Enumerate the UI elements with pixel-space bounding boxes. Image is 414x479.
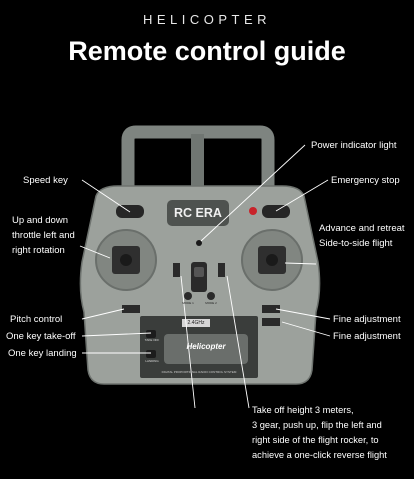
mode1-button[interactable]	[184, 292, 192, 300]
label-pitch-control: Pitch control	[10, 314, 63, 325]
note-line-3: right side of the flight rocker, to	[252, 435, 379, 445]
label-throttle-1: Up and down	[12, 215, 68, 226]
label-one-key-landing: One key landing	[8, 348, 77, 359]
label-power-indicator: Power indicator light	[311, 140, 397, 151]
leader-lines	[79, 144, 331, 409]
frequency-label: 2.4GHz	[187, 320, 205, 326]
helicopter-badge	[164, 334, 248, 364]
trim-left-center[interactable]	[173, 263, 180, 277]
frequency-tag	[182, 319, 210, 327]
helicopter-badge-label: Helicopter	[186, 342, 226, 351]
right-joystick[interactable]	[241, 229, 303, 291]
label-throttle-2: throttle left and	[12, 230, 75, 241]
takeoff-button-label: TAKE OFF	[144, 338, 160, 342]
header-kicker: HELICOPTER	[142, 12, 272, 27]
label-fine-adjustment-2: Fine adjustment	[333, 331, 401, 342]
label-side-to-side: Side-to-side flight	[319, 238, 393, 249]
emergency-stop-key[interactable]	[262, 205, 290, 218]
brand-plate	[167, 200, 229, 226]
landing-button-label: LANDING	[145, 359, 159, 363]
page-title: Remote control guide	[68, 36, 346, 66]
brand-label: RC ERA	[174, 206, 222, 220]
label-one-key-takeoff: One key take-off	[6, 331, 76, 342]
emergency-stop-icon	[249, 207, 257, 215]
label-fine-adjustment-1: Fine adjustment	[333, 314, 401, 325]
note-line-1: Take off height 3 meters,	[252, 405, 354, 415]
pitch-trim[interactable]	[122, 305, 140, 313]
label-emergency-stop: Emergency stop	[331, 175, 400, 186]
mode2-button[interactable]	[207, 292, 215, 300]
system-caption: DIGITAL PROPORTIONAL RADIO CONTROL SYSTE…	[161, 370, 237, 374]
label-advance-retreat: Advance and retreat	[319, 223, 405, 234]
label-speed-key: Speed key	[23, 175, 68, 186]
fine-adjust-trim-2[interactable]	[262, 318, 280, 326]
power-indicator-light	[196, 240, 202, 246]
fine-adjust-trim-1[interactable]	[262, 305, 280, 313]
note-line-2: 3 gear, push up, flip the left and	[252, 420, 382, 430]
mode1-label: MODE 1	[182, 301, 194, 305]
landing-button[interactable]	[146, 350, 156, 358]
mode2-label: MODE 2	[205, 301, 217, 305]
left-joystick[interactable]	[95, 229, 157, 291]
trim-right-center[interactable]	[218, 263, 225, 277]
note-line-4: achieve a one-click reverse flight	[252, 450, 387, 460]
takeoff-button[interactable]	[146, 330, 156, 338]
label-throttle-3: right rotation	[12, 245, 65, 256]
